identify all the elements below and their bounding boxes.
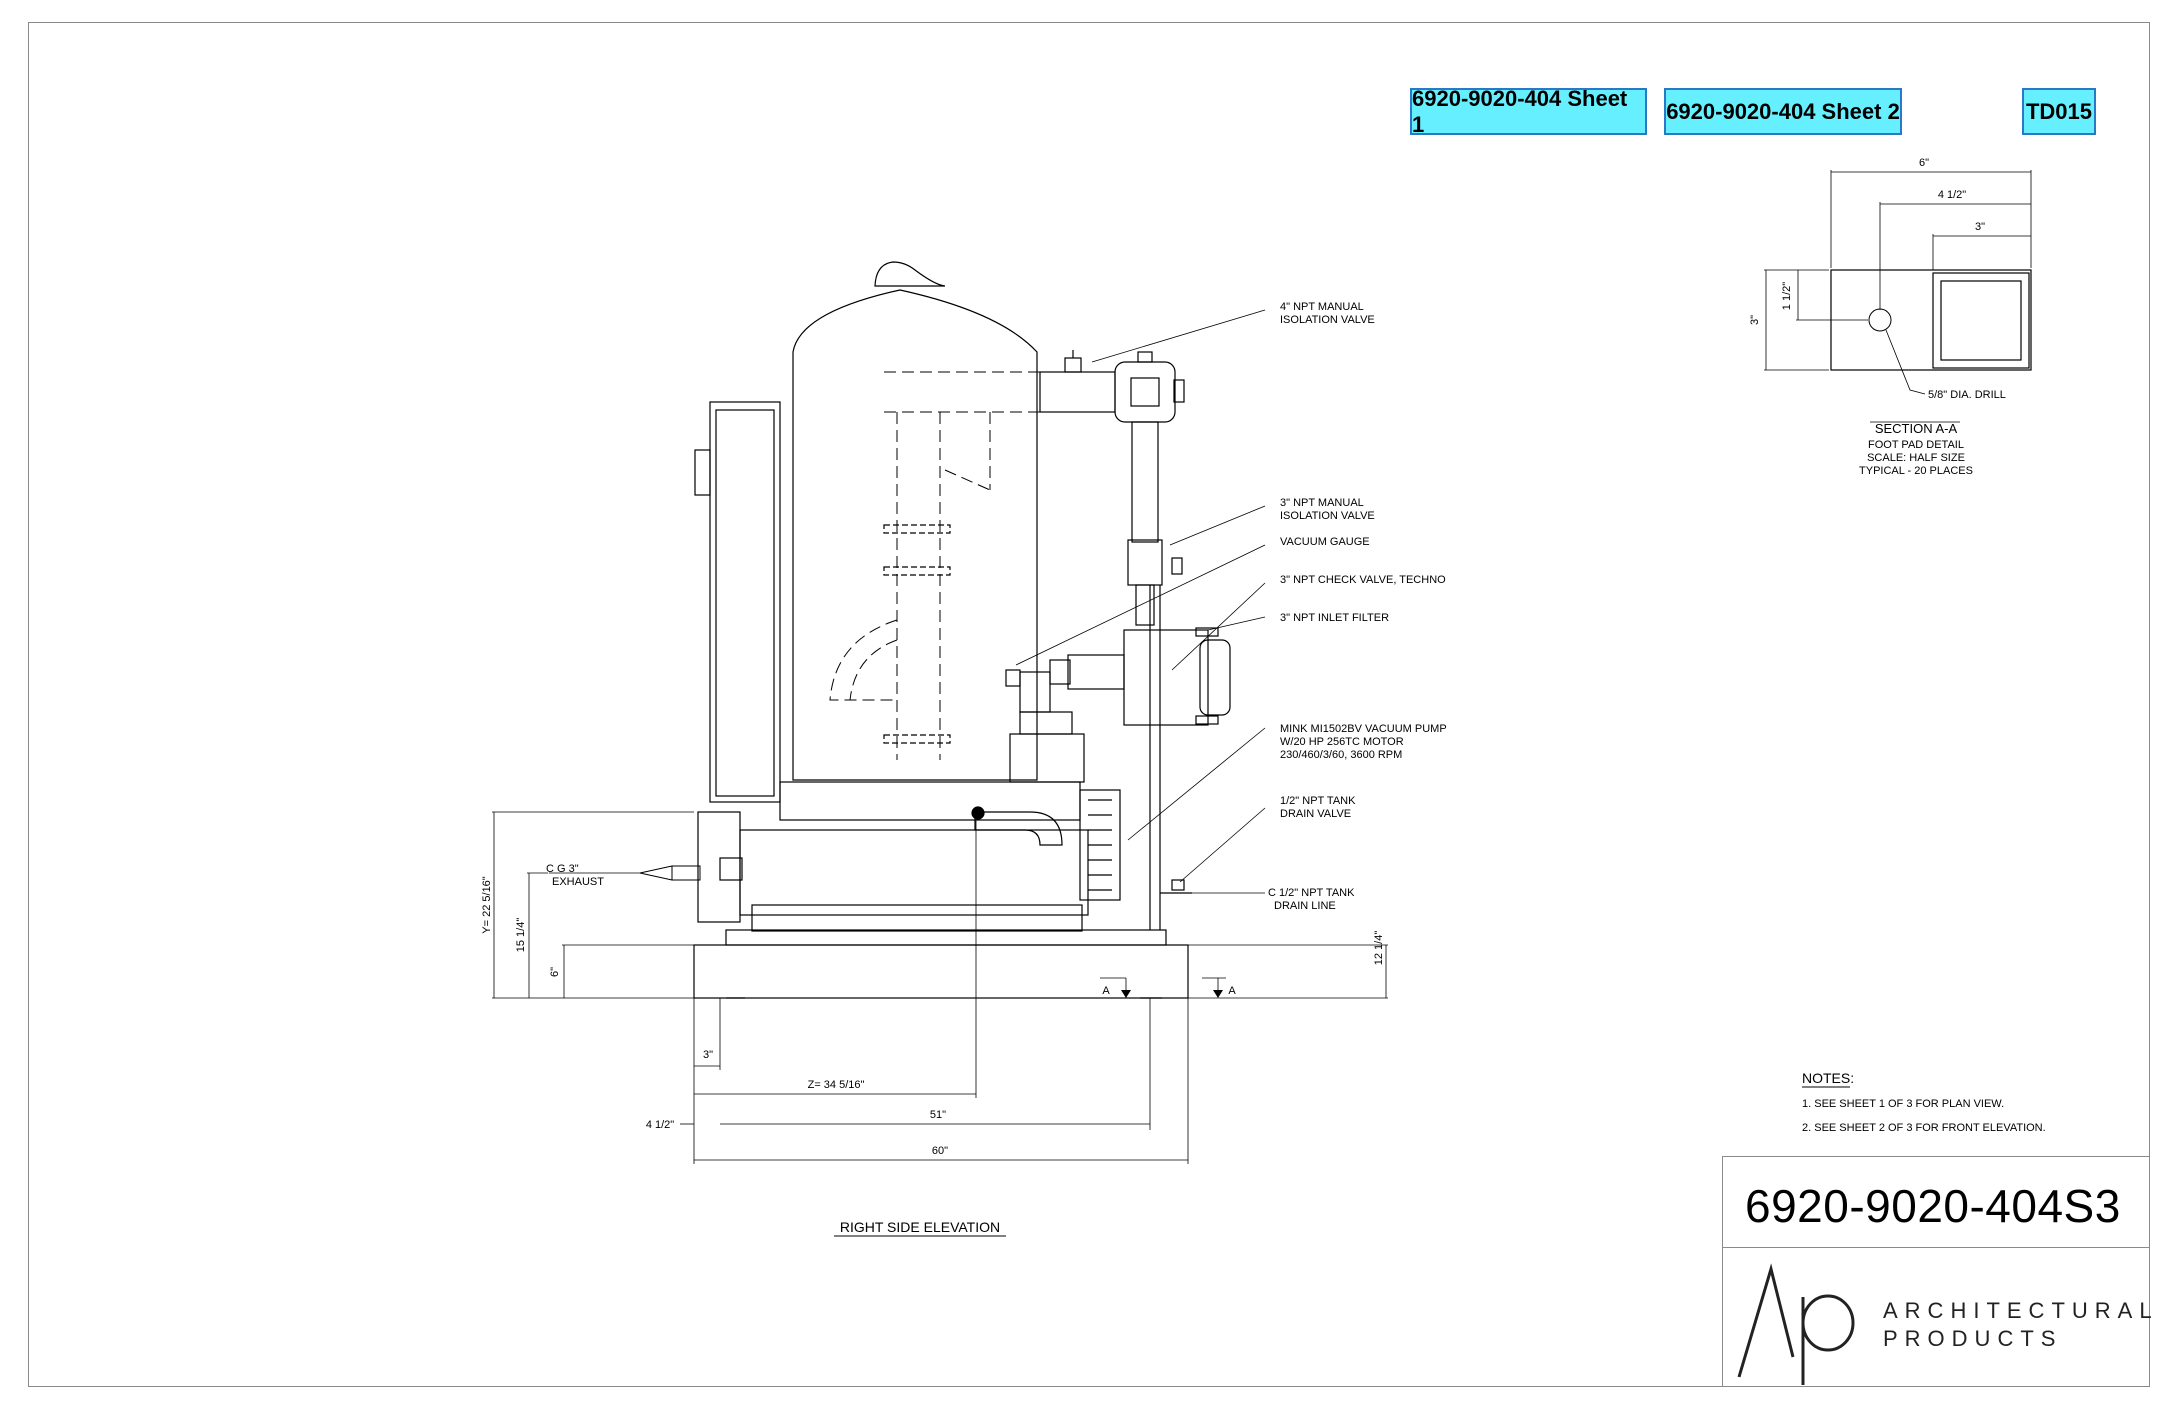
ap-logo [1737,1263,1855,1385]
section-drill-label: 5/8" DIA. DRILL [1928,389,2006,401]
section-dim-3-side: 3" [1749,315,1761,325]
callout-4in-valve-line1: 4" NPT MANUAL [1280,301,1364,313]
section-line-3: TYPICAL - 20 PLACES [1859,465,1973,477]
dim-51: 51" [930,1109,946,1121]
elevation-dimensions [492,811,1388,1164]
callout-3in-valve-line1: 3" NPT MANUAL [1280,497,1364,509]
callout-tank-drain-line1: 1/2" NPT TANK [1280,795,1356,807]
section-dim-3-top: 3" [1975,221,1985,233]
company-name: ARCHITECTURAL PRODUCTS [1883,1297,2159,1353]
dim-6: 6" [549,967,561,977]
notes-title: NOTES: [1802,1070,1854,1086]
dim-15-1-4: 15 1/4" [515,918,527,953]
callout-leaders [549,309,1266,894]
company-name-line1: ARCHITECTURAL [1883,1298,2159,1323]
callout-drain-line-line1: C 1/2" NPT TANK [1268,887,1355,899]
section-line-1: FOOT PAD DETAIL [1868,439,1964,451]
note-2: 2. SEE SHEET 2 OF 3 FOR FRONT ELEVATION. [1802,1122,2046,1134]
elevation-title: RIGHT SIDE ELEVATION [840,1219,1000,1235]
section-arrow-label-left: A [1102,985,1110,997]
drawing-border [28,22,2150,1387]
section-arrow-label-right: A [1228,985,1236,997]
section-dim-4-5: 4 1/2" [1938,189,1966,201]
callout-check-valve: 3" NPT CHECK VALVE, TECHNO [1280,574,1446,586]
dim-60: 60" [932,1145,948,1157]
title-block-divider [1723,1247,2150,1248]
callout-exhaust-line1: C G 3" [546,863,579,875]
drawing-number: 6920-9020-404S3 [1745,1180,2121,1232]
callout-exhaust-line2: EXHAUST [552,876,604,888]
callout-3in-valve-line2: ISOLATION VALVE [1280,510,1375,522]
section-line-2: SCALE: HALF SIZE [1867,452,1965,464]
vacuum-pump-assembly [693,261,1231,999]
dim-12-1-4: 12 1/4" [1373,931,1385,966]
callout-pump-line3: 230/460/3/60, 3600 RPM [1280,749,1402,761]
section-dim-6: 6" [1919,157,1929,169]
dim-4-1-2: 4 1/2" [646,1119,674,1131]
section-title: SECTION A-A [1875,421,1958,436]
callout-pump-line2: W/20 HP 256TC MOTOR [1280,736,1404,748]
callout-drain-line-line2: DRAIN LINE [1274,900,1336,912]
dim-3: 3" [703,1049,713,1061]
section-dim-1-5: 1 1/2" [1781,282,1793,310]
title-block: 6920-9020-404S3 ARCHITECTURAL PRODUCTS [1722,1156,2152,1387]
callout-tank-drain-line2: DRAIN VALVE [1280,808,1351,820]
callout-inlet-filter: 3" NPT INLET FILTER [1280,612,1389,624]
callout-vacuum-gauge: VACUUM GAUGE [1280,536,1370,548]
foot-pad-detail [1764,170,2032,423]
td015-link[interactable]: TD015 [2022,88,2096,135]
company-name-line2: PRODUCTS [1883,1326,2063,1351]
sheet-2-link[interactable]: 6920-9020-404 Sheet 2 [1664,88,1902,135]
note-1: 1. SEE SHEET 1 OF 3 FOR PLAN VIEW. [1802,1098,2004,1110]
dim-y: Y= 22 5/16" [481,876,493,934]
callout-4in-valve-line2: ISOLATION VALVE [1280,314,1375,326]
sheet-1-link[interactable]: 6920-9020-404 Sheet 1 [1410,86,1647,137]
dim-z: Z= 34 5/16" [808,1079,865,1091]
callout-pump-line1: MINK MI1502BV VACUUM PUMP [1280,723,1447,735]
